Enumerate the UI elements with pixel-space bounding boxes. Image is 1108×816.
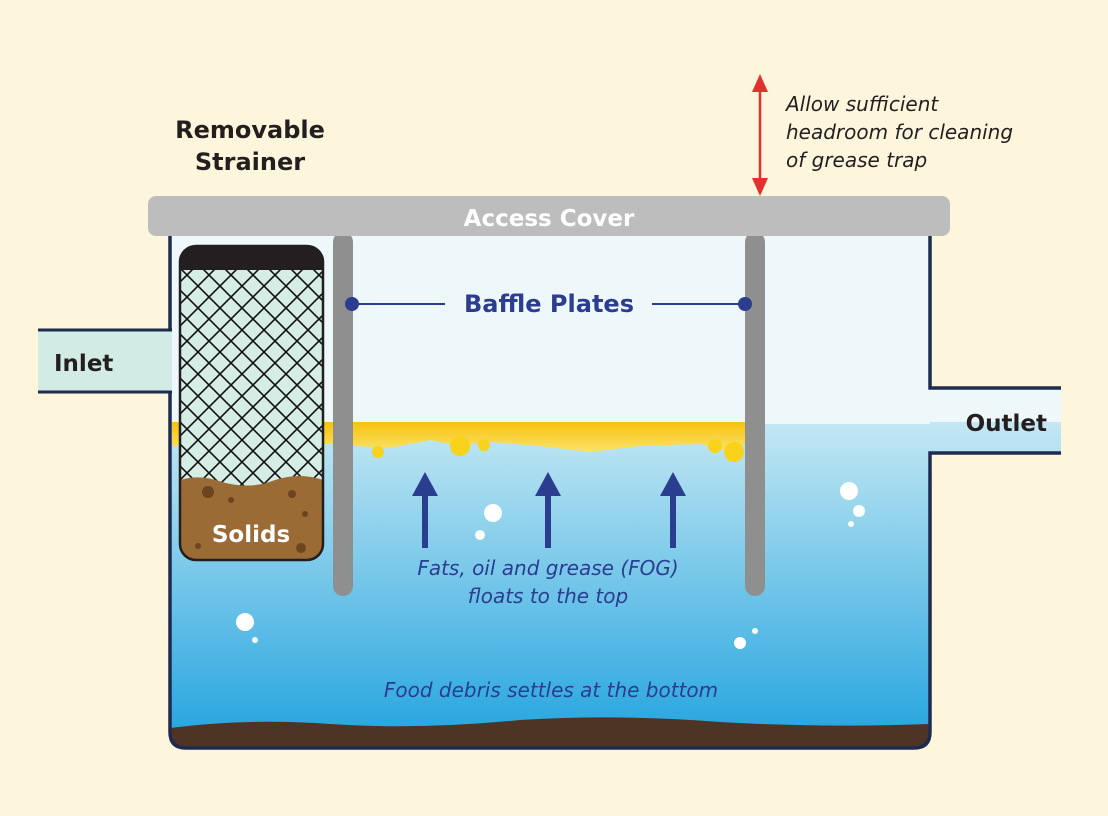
arrow-down-icon (752, 178, 768, 196)
strainer-label-line2: Strainer (195, 148, 305, 176)
removable-strainer (180, 246, 323, 560)
fog-label-line1: Fats, oil and grease (FOG) (417, 556, 678, 580)
strainer-outline (178, 244, 325, 562)
tank-water (170, 422, 1061, 728)
outlet-label: Outlet (966, 411, 1047, 437)
fog-arrows (412, 472, 686, 548)
air-bubbles (236, 482, 865, 649)
tank-outline (168, 236, 1061, 750)
access-cover-label: Access Cover (464, 206, 635, 232)
inlet-pipe (38, 330, 172, 392)
headroom-arrow (752, 74, 768, 196)
solids-particles (195, 486, 308, 553)
outlet-pipe-air (930, 390, 1061, 424)
baffle-plate-left (333, 232, 353, 596)
access-cover (148, 196, 950, 236)
headroom-label-line1: Allow sufficient (784, 92, 939, 116)
baffle-plate-right (745, 232, 765, 596)
headroom-label-line3: of grease trap (786, 148, 927, 172)
headroom-label-line2: headroom for cleaning (786, 120, 1013, 144)
arrow-up-icon (752, 74, 768, 92)
inlet-label: Inlet (54, 351, 113, 377)
arrow-up-icon (535, 472, 561, 548)
baffle-plates-label: Baffle Plates (464, 290, 634, 318)
solids-label: Solids (212, 522, 290, 548)
debris-label: Food debris settles at the bottom (384, 678, 718, 702)
fog-label-line2: floats to the top (468, 584, 628, 608)
grease-droplets (372, 436, 744, 462)
strainer-label-line1: Removable (175, 116, 325, 144)
strainer-handle-bar (180, 246, 323, 270)
bottom-sludge (170, 717, 930, 748)
baffle-pointer-right-dot (738, 297, 752, 311)
baffle-pointer-left-dot (345, 297, 359, 311)
arrow-up-icon (660, 472, 686, 548)
solids-fill (180, 476, 323, 560)
arrow-up-icon (412, 472, 438, 548)
